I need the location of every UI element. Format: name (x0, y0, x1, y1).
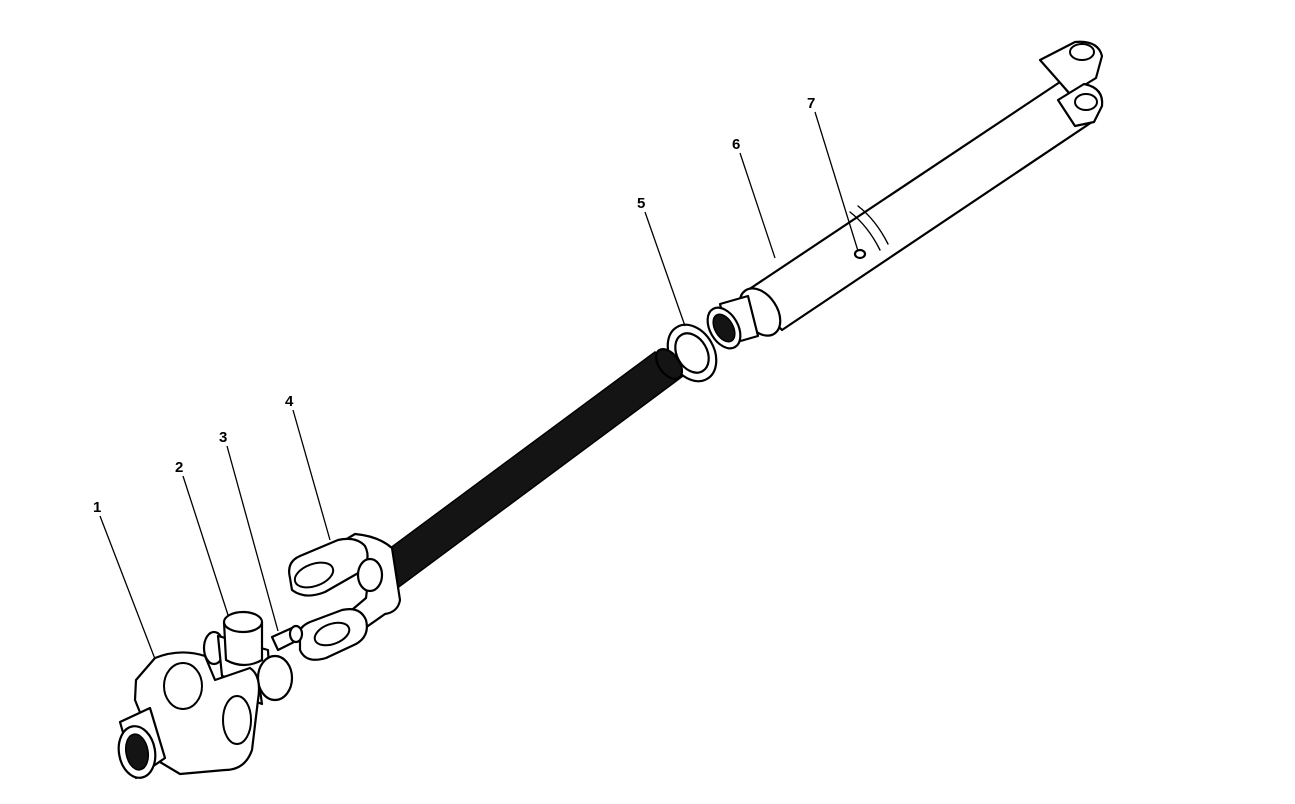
leader-line-3 (226, 445, 279, 632)
tube-yoke (1038, 40, 1104, 128)
grease-fitting (270, 624, 304, 652)
balance-weight (853, 248, 867, 260)
callout-3: 3 (219, 429, 227, 446)
flange-yoke (117, 651, 261, 780)
tube-splined-stub (706, 294, 760, 350)
callout-1: 1 (93, 499, 101, 516)
journal-cross (202, 610, 294, 706)
splined-shaft (364, 348, 685, 593)
leader-line-5 (644, 211, 686, 327)
leader-line-6 (739, 152, 776, 259)
callout-6: 6 (732, 136, 740, 153)
callout-numbers: 1 2 3 4 5 6 7 (93, 95, 815, 516)
shaft-tube (738, 80, 1094, 337)
leader-line-7 (814, 111, 859, 252)
leader-line-2 (182, 475, 229, 616)
callout-5: 5 (637, 195, 645, 212)
callout-2: 2 (175, 459, 183, 476)
leader-lines (99, 111, 859, 660)
leader-line-4 (292, 409, 331, 541)
slip-yoke (288, 532, 402, 661)
leader-line-1 (99, 515, 156, 660)
callout-4: 4 (285, 393, 294, 410)
callout-7: 7 (807, 95, 815, 112)
